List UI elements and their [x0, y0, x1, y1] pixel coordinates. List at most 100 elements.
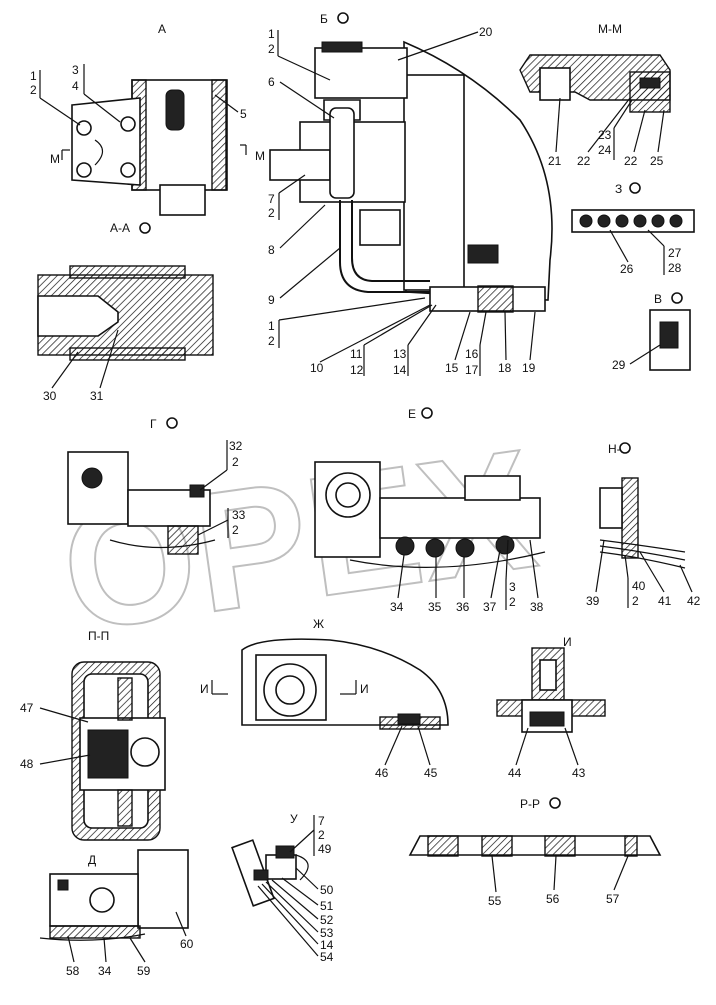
callout-46: 46	[375, 766, 389, 780]
callout-33: 33	[232, 508, 246, 522]
view-rr-marker	[549, 797, 561, 809]
callout-7: 7	[268, 192, 275, 206]
callout-18: 18	[498, 361, 512, 375]
view-a-outlet	[159, 184, 206, 216]
callout-42: 42	[687, 594, 701, 608]
callout-57: 57	[606, 892, 620, 906]
callout-12: 12	[350, 363, 364, 377]
callout-55: 55	[488, 894, 502, 908]
view-a-section-left: М	[50, 152, 60, 166]
view-b-hose-coupling	[329, 107, 355, 199]
view-aa-title: А-А	[110, 221, 130, 235]
callout-22: 22	[577, 154, 591, 168]
view-zh: Ж И И 46 45	[200, 617, 449, 780]
callout-3: 3	[72, 63, 79, 77]
callout-31: 31	[90, 389, 104, 403]
callout-34: 34	[390, 600, 404, 614]
view-z-title: З	[615, 182, 622, 196]
view-e-marker	[421, 407, 433, 419]
callout-2: 2	[232, 455, 239, 469]
callout-4: 4	[72, 79, 79, 93]
view-b-panel	[403, 74, 465, 291]
callout-30: 30	[43, 389, 57, 403]
view-u: У 7 2 49 50 51 52 53 14 54	[231, 812, 334, 964]
callout-32: 32	[229, 439, 243, 453]
callout-8: 8	[268, 243, 275, 257]
view-u-bracket	[231, 839, 275, 907]
callout-10: 10	[310, 361, 324, 375]
callout-2: 2	[632, 594, 639, 608]
callout-36: 36	[456, 600, 470, 614]
view-pp-title: П-П	[88, 629, 109, 643]
callout-47: 47	[20, 701, 34, 715]
view-mm: М-М 21 22 23 24 22 25	[519, 22, 671, 168]
view-i: И 44 43	[496, 635, 606, 780]
view-aa: А-А 30 31	[37, 221, 214, 403]
view-a-plug	[165, 89, 185, 131]
callout-59: 59	[137, 964, 151, 978]
callout-50: 50	[320, 883, 334, 897]
view-nn: Н-Н 39 40 2 41 42	[586, 442, 701, 608]
callout-28: 28	[668, 261, 682, 275]
view-b-valve-top	[314, 47, 408, 99]
view-b-pipe	[339, 200, 430, 293]
callout-60: 60	[180, 937, 194, 951]
view-d: Д 58 34 59 60	[39, 849, 194, 978]
callout-37: 37	[483, 600, 497, 614]
callout-22: 22	[624, 154, 638, 168]
callout-6: 6	[268, 75, 275, 89]
view-b-marker	[337, 12, 349, 24]
view-rr-title: Р-Р	[520, 797, 540, 811]
view-z-marker	[629, 182, 641, 194]
callout-9: 9	[268, 293, 275, 307]
callout-45: 45	[424, 766, 438, 780]
callout-2: 2	[232, 523, 239, 537]
callout-11: 11	[350, 347, 363, 361]
view-pp: П-П 47 48	[20, 629, 166, 841]
callout-54: 54	[320, 950, 334, 964]
view-v-title: В	[654, 292, 662, 306]
view-b: Б 20 1 2 6 7 2 8 9 1 2 10 11 12	[268, 12, 553, 377]
callout-2: 2	[268, 42, 275, 56]
callout-35: 35	[428, 600, 442, 614]
view-d-bracket	[137, 849, 189, 929]
view-e-title: Е	[408, 407, 416, 421]
callout-2: 2	[509, 595, 516, 609]
callout-25: 25	[650, 154, 664, 168]
view-g-marker	[166, 417, 178, 429]
callout-20: 20	[479, 25, 493, 39]
view-i-title: И	[563, 635, 572, 649]
callout-58: 58	[66, 964, 80, 978]
view-a-title: А	[158, 22, 166, 36]
callout-1: 1	[268, 319, 275, 333]
view-a-section-right: М	[255, 149, 265, 163]
callout-14: 14	[393, 363, 407, 377]
view-zh-title: Ж	[313, 617, 324, 631]
view-zh-section-right: И	[360, 682, 369, 696]
callout-13: 13	[393, 347, 407, 361]
callout-2: 2	[268, 334, 275, 348]
callout-1: 1	[268, 27, 275, 41]
callout-27: 27	[668, 246, 682, 260]
callout-15: 15	[445, 361, 459, 375]
callout-48: 48	[20, 757, 34, 771]
callout-49: 49	[318, 842, 332, 856]
view-aa-marker	[139, 222, 151, 234]
callout-41: 41	[658, 594, 672, 608]
view-g-title: Г	[150, 417, 157, 431]
view-nn-plate	[621, 477, 639, 559]
callout-23: 23	[598, 128, 612, 142]
callout-2: 2	[30, 83, 37, 97]
callout-34: 34	[98, 964, 112, 978]
callout-7: 7	[318, 814, 325, 828]
view-e: Е 34 35 36 37 3 2 38	[314, 407, 546, 614]
view-nn-marker	[619, 442, 631, 454]
view-aa-bore	[37, 295, 119, 337]
callout-39: 39	[586, 594, 600, 608]
view-g: Г 32 2 33 2	[67, 417, 246, 555]
view-a: А М М 1 2 3 4 5	[30, 22, 265, 216]
view-mm-title: М-М	[598, 22, 622, 36]
callout-38: 38	[530, 600, 544, 614]
